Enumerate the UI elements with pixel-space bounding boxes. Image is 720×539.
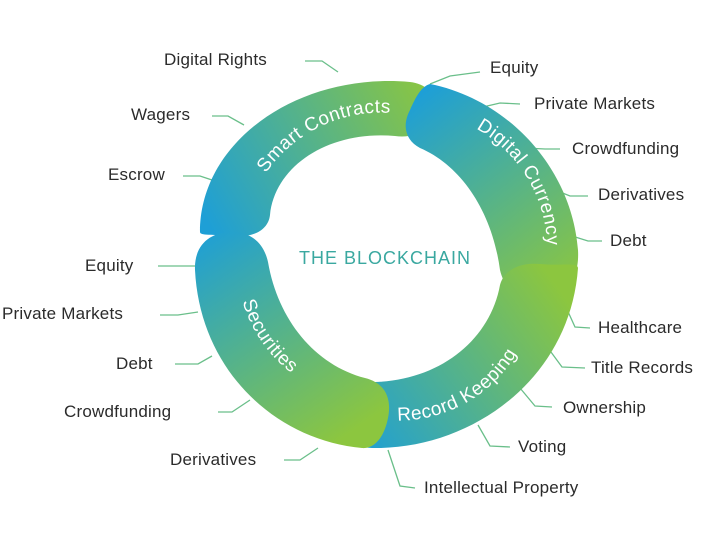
label-dc-equity: Equity	[490, 58, 539, 77]
label-dc-debt: Debt	[610, 231, 647, 250]
segment-record-keeping	[339, 263, 578, 449]
label-sec-debt: Debt	[116, 354, 153, 373]
segment-securities	[194, 232, 390, 449]
label-sec-equity: Equity	[85, 256, 134, 275]
segment-smart-contracts	[200, 81, 435, 237]
label-digital-rights: Digital Rights	[164, 50, 267, 69]
label-sec-private-markets: Private Markets	[2, 304, 124, 323]
label-healthcare: Healthcare	[598, 318, 683, 337]
label-title-records: Title Records	[591, 358, 694, 377]
label-ownership: Ownership	[563, 398, 647, 417]
label-sec-derivatives: Derivatives	[170, 450, 257, 469]
label-dc-derivatives: Derivatives	[598, 185, 685, 204]
label-dc-private-markets: Private Markets	[534, 94, 656, 113]
label-intellectual-property: Intellectual Property	[424, 478, 579, 497]
label-escrow: Escrow	[108, 165, 165, 184]
center-title: THE BLOCKCHAIN	[298, 248, 472, 268]
label-sec-crowdfunding: Crowdfunding	[64, 402, 172, 421]
label-wagers: Wagers	[131, 105, 191, 124]
label-voting: Voting	[518, 437, 567, 456]
segment-digital-currency	[405, 84, 579, 300]
label-dc-crowdfunding: Crowdfunding	[572, 139, 680, 158]
